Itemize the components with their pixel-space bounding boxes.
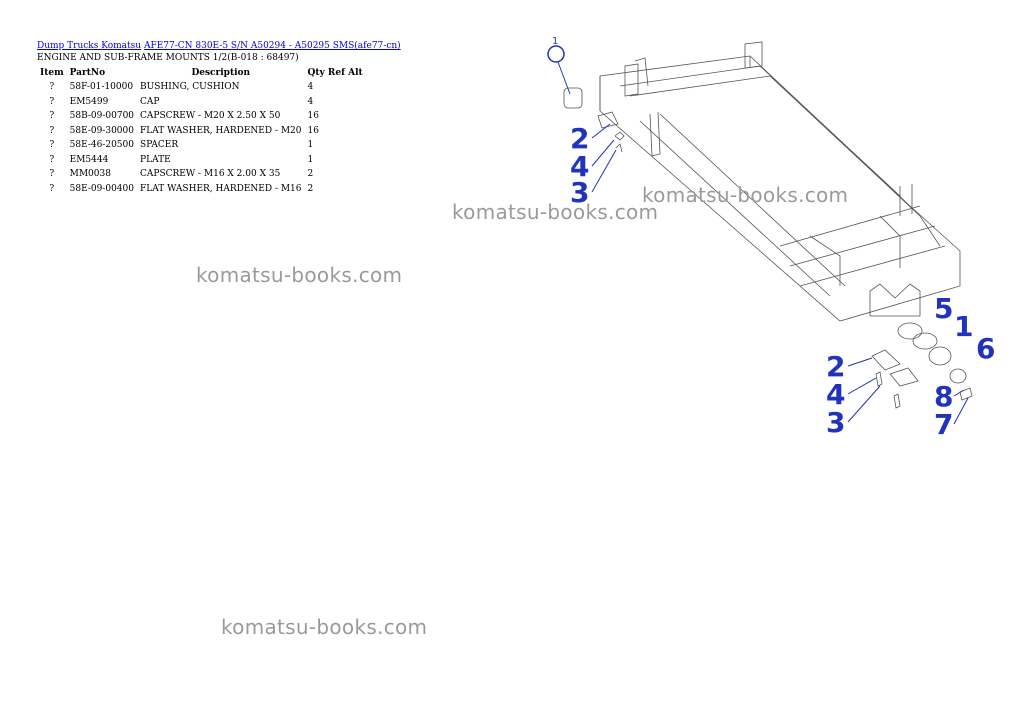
cell-description: BUSHING, CUSHION — [140, 82, 240, 93]
breadcrumb: Dump Trucks Komatsu AFE77-CN 830E-5 S/N … — [37, 40, 401, 52]
watermark: komatsu-books.com — [642, 183, 849, 207]
table-row: ? 58E-46-20500 SPACER 1 — [37, 138, 366, 153]
callout-3-bottom: 3 — [826, 406, 845, 439]
cell-description: CAPSCREW - M20 X 2.50 X 50 — [140, 111, 281, 122]
cell-qty: 4 — [307, 82, 314, 93]
column-header-qty: Qty Ref Alt — [307, 68, 363, 78]
table-header-row: Item PartNo Description Qty Ref Alt — [37, 66, 366, 80]
cell-description: SPACER — [140, 140, 179, 151]
callout-1-top: 1 — [552, 36, 558, 47]
cell-partno: MM0038 — [69, 169, 111, 180]
table-row: ? 58B-09-00700 CAPSCREW - M20 X 2.50 X 5… — [37, 109, 366, 124]
cell-description: FLAT WASHER, HARDENED - M20 — [140, 125, 302, 136]
table-row: ? EM5499 CAP 4 — [37, 95, 366, 110]
cell-qty: 1 — [307, 140, 314, 151]
subframe-drawing — [563, 41, 973, 409]
cell-qty: 16 — [307, 111, 319, 122]
breadcrumb-link-model[interactable]: AFE77-CN 830E-5 S/N A50294 - A50295 SMS(… — [143, 41, 401, 51]
cell-item: ? — [49, 82, 55, 93]
cell-qty: 4 — [307, 96, 314, 107]
watermark: komatsu-books.com — [452, 200, 659, 224]
column-header-item: Item — [40, 68, 64, 78]
cell-item: ? — [49, 169, 55, 180]
cell-description: CAP — [140, 96, 160, 107]
cell-partno: 58E-09-30000 — [69, 125, 134, 136]
cell-partno: EM5499 — [69, 96, 109, 107]
cell-partno: 58F-01-10000 — [69, 82, 134, 93]
table-row: ? 58E-09-00400 FLAT WASHER, HARDENED - M… — [37, 182, 366, 197]
cell-qty: 2 — [307, 169, 314, 180]
callout-1-bottom: 1 — [954, 310, 973, 343]
cell-qty: 16 — [307, 125, 319, 136]
table-row: ? MM0038 CAPSCREW - M16 X 2.00 X 35 2 — [37, 167, 366, 182]
watermark: komatsu-books.com — [196, 263, 403, 287]
page-title: ENGINE AND SUB-FRAME MOUNTS 1/2(B-018 : … — [37, 53, 299, 63]
cell-partno: 58B-09-00700 — [69, 111, 135, 122]
cell-item: ? — [49, 140, 55, 151]
cell-qty: 1 — [307, 154, 314, 165]
parts-diagram: 1 2 4 3 5 1 6 2 4 3 8 7 — [547, 36, 995, 441]
callout-3-top: 3 — [570, 176, 589, 209]
column-header-description: Description — [191, 68, 251, 78]
watermark: komatsu-books.com — [221, 615, 428, 639]
callout-6: 6 — [976, 332, 995, 365]
callout-2-top: 2 — [570, 122, 589, 155]
breadcrumb-link-category[interactable]: Dump Trucks Komatsu — [37, 41, 142, 51]
callout-8: 8 — [934, 380, 953, 413]
cell-item: ? — [49, 111, 55, 122]
callout-4-top: 4 — [570, 150, 589, 183]
cell-item: ? — [49, 96, 55, 107]
cell-description: FLAT WASHER, HARDENED - M16 — [140, 183, 302, 194]
cell-item: ? — [49, 154, 55, 165]
parts-table: Item PartNo Description Qty Ref Alt ? 58… — [37, 66, 366, 196]
table-row: ? 58E-09-30000 FLAT WASHER, HARDENED - M… — [37, 124, 366, 139]
callout-4-bottom: 4 — [826, 378, 845, 411]
cell-partno: EM5444 — [69, 154, 109, 165]
callout-7: 7 — [934, 408, 953, 441]
column-header-partno: PartNo — [69, 68, 106, 78]
cell-item: ? — [49, 183, 55, 194]
callout-2-bottom: 2 — [826, 350, 845, 383]
cell-qty: 2 — [307, 183, 314, 194]
cell-description: PLATE — [140, 154, 171, 165]
cell-description: CAPSCREW - M16 X 2.00 X 35 — [140, 169, 281, 180]
callout-5: 5 — [934, 292, 953, 325]
cell-item: ? — [49, 125, 55, 136]
table-row: ? EM5444 PLATE 1 — [37, 153, 366, 168]
cell-partno: 58E-46-20500 — [69, 140, 134, 151]
table-row: ? 58F-01-10000 BUSHING, CUSHION 4 — [37, 80, 366, 95]
callout-labels: 1 2 4 3 5 1 6 2 4 3 8 7 — [547, 36, 995, 441]
cell-partno: 58E-09-00400 — [69, 183, 134, 194]
